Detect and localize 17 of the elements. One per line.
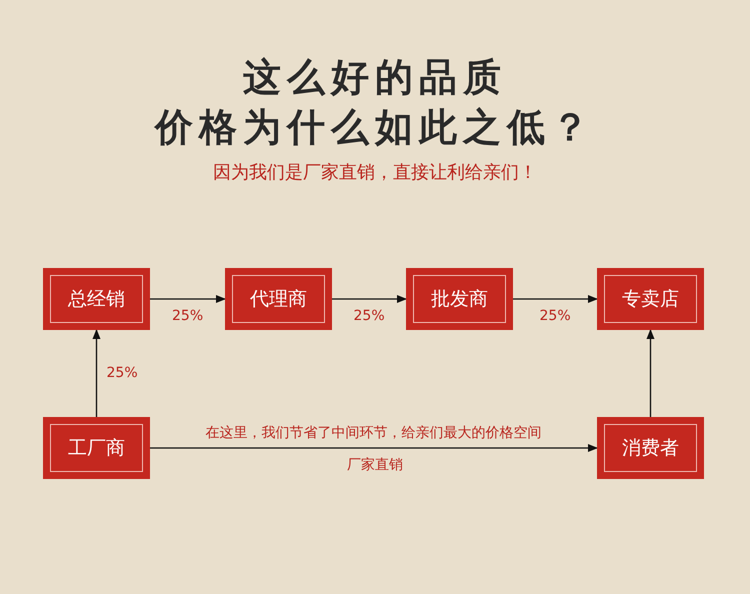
process-box: 工厂商 xyxy=(43,417,150,479)
title: 这么好的品质价格为什么如此之低？ xyxy=(153,54,596,151)
process-box: 批发商 xyxy=(406,268,513,330)
arrow xyxy=(92,329,100,417)
process-box: 专卖店 xyxy=(597,268,704,330)
edge-label: 25% xyxy=(104,364,140,380)
subtitle: 因为我们是厂家直销，直接让利给亲们！ xyxy=(212,161,538,184)
edge-label: 在这里，我们节省了中间环节，给亲们最大的价格空间 xyxy=(204,424,544,442)
arrow xyxy=(513,295,598,303)
arrow xyxy=(646,329,654,417)
note: 厂家直销 xyxy=(345,456,405,474)
process-box: 代理商 xyxy=(225,268,332,330)
process-box: 消费者 xyxy=(597,417,704,479)
arrow xyxy=(332,295,407,303)
process-box: 总经销 xyxy=(43,268,150,330)
arrow xyxy=(150,444,598,452)
arrow xyxy=(150,295,226,303)
